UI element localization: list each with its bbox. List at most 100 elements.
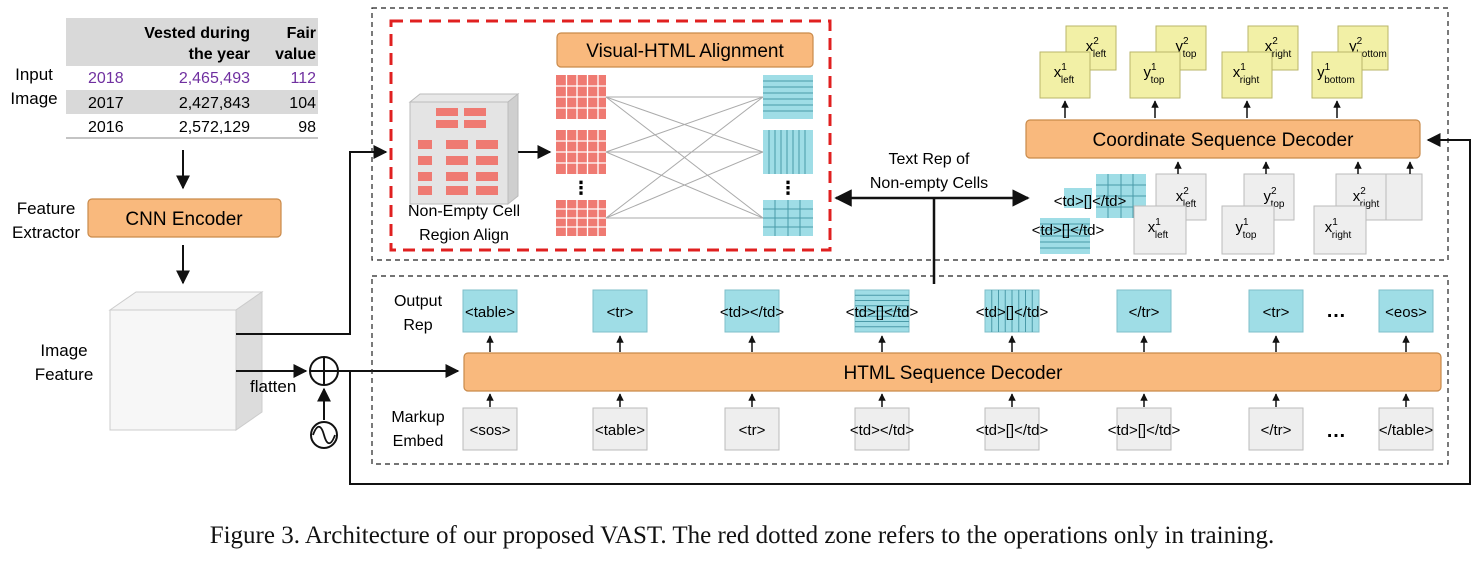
cyan-cell-grid-2 (763, 130, 813, 174)
red-cell-grid-1 (556, 75, 606, 119)
markup-embed-label: Markup (391, 409, 444, 426)
output-token-label: </tr> (1129, 304, 1160, 321)
output-token-box: <tr> (592, 289, 648, 333)
coord-output-box (1129, 51, 1181, 99)
cnn-encoder-label: CNN Encoder (125, 209, 243, 230)
output-token-box: <td>[]</td> (976, 289, 1049, 333)
flatten-label: flatten (250, 377, 296, 396)
output-token-box: <table> (462, 289, 518, 333)
bottom-dashed-zone (371, 275, 1449, 465)
input-table: Vested during the year Fair value 2018 2… (66, 18, 318, 139)
input-token-label: <td>[]</td> (1108, 422, 1181, 439)
input-image-label-2: Image (10, 89, 57, 108)
input-token-box: </table> (1378, 407, 1434, 451)
input-token-box: <td>[]</td> (1108, 407, 1181, 451)
input-token-box: </tr> (1248, 407, 1304, 451)
cell-token-front: <td>[]</td> (1032, 222, 1105, 239)
cyan-cell-grid-3 (763, 200, 813, 236)
text-rep-label-2: Non-empty Cells (870, 175, 988, 192)
output-token-box: </tr> (1116, 289, 1172, 333)
coordinate-decoder-box (1025, 119, 1421, 159)
output-rep-label: Output (394, 293, 443, 310)
input-token-label: <sos> (470, 422, 511, 439)
table-row-2018-vested: 2,465,493 (179, 70, 250, 87)
table-header-fair-2: value (275, 46, 316, 63)
text-rep-label: Text Rep of (889, 151, 970, 168)
positional-encoding-icon (310, 421, 338, 449)
input-token-box: <td>[]</td> (976, 407, 1049, 451)
output-token-label: <td>[]</td> (846, 304, 919, 321)
non-empty-cell-label-2: Region Align (419, 227, 509, 244)
coord-input-box (1221, 205, 1275, 255)
cell-token-stack (1040, 174, 1146, 254)
output-token-box: <td></td> (720, 289, 784, 333)
output-token-label: <td>[]</td> (976, 304, 1049, 321)
output-token-label: <eos> (1385, 304, 1427, 321)
red-grid-ellipsis: ⋮ (572, 178, 590, 198)
top-dashed-zone (371, 7, 1449, 261)
coordinate-decoder-label: Coordinate Sequence Decoder (1093, 130, 1355, 151)
figure-caption: Figure 3. Architecture of our proposed V… (209, 522, 1275, 549)
add-operator-icon (309, 356, 339, 386)
cyan-cell-grid-1 (763, 75, 813, 119)
input-token-label: <tr> (739, 422, 766, 439)
markup-embed-label-2: Embed (393, 433, 444, 450)
table-row-2018-year: 2018 (88, 70, 124, 87)
html-decoder-label: HTML Sequence Decoder (844, 363, 1064, 384)
output-rep-label-2: Rep (403, 317, 432, 334)
coord-output-box (1039, 51, 1091, 99)
table-header-vested: Vested during (144, 25, 250, 42)
image-feature-label-2: Feature (35, 365, 94, 384)
table-row-2017-year: 2017 (88, 95, 124, 112)
non-empty-cell-label: Non-Empty Cell (408, 203, 520, 220)
output-token-label: <tr> (1263, 304, 1290, 321)
output-token-box: <tr> (1248, 289, 1304, 333)
input-token-label: </table> (1379, 422, 1433, 439)
cnn-encoder-box (87, 198, 282, 238)
input-token-box: <tr> (724, 407, 780, 451)
output-token-box: <eos> (1378, 289, 1434, 333)
alignment-lines (605, 96, 764, 219)
output-token-label: <td></td> (720, 304, 784, 321)
input-dots: … (1326, 420, 1346, 442)
coord-output-box (1311, 51, 1363, 99)
image-feature-cube (108, 291, 264, 431)
html-token-boxes: <table> <tr> <td></td> <td>[]</td> <td>[]</t… (462, 289, 1434, 451)
input-token-label: <table> (595, 422, 645, 439)
input-token-box: <table> (592, 407, 648, 451)
output-dots: … (1326, 300, 1346, 322)
input-token-box: <td></td> (850, 407, 914, 451)
training-only-zone (389, 19, 832, 252)
cell-token-back: <td>[]</td> (1054, 193, 1127, 210)
table-row-2017-fair: 104 (289, 95, 316, 112)
red-cell-grid-3 (556, 200, 606, 236)
visual-html-alignment-box (556, 32, 814, 68)
input-token-box: <sos> (462, 407, 518, 451)
input-token-label: <td></td> (850, 422, 914, 439)
table-row-2018-fair: 112 (290, 70, 316, 87)
output-token-label: <table> (465, 304, 515, 321)
input-token-label: <td>[]</td> (976, 422, 1049, 439)
table-header-fair: Fair (287, 25, 316, 42)
red-cell-grid-2 (556, 130, 606, 174)
output-token-box: <td>[]</td> (846, 289, 919, 333)
table-row-2016-year: 2016 (88, 119, 124, 136)
coord-output-box (1221, 51, 1273, 99)
